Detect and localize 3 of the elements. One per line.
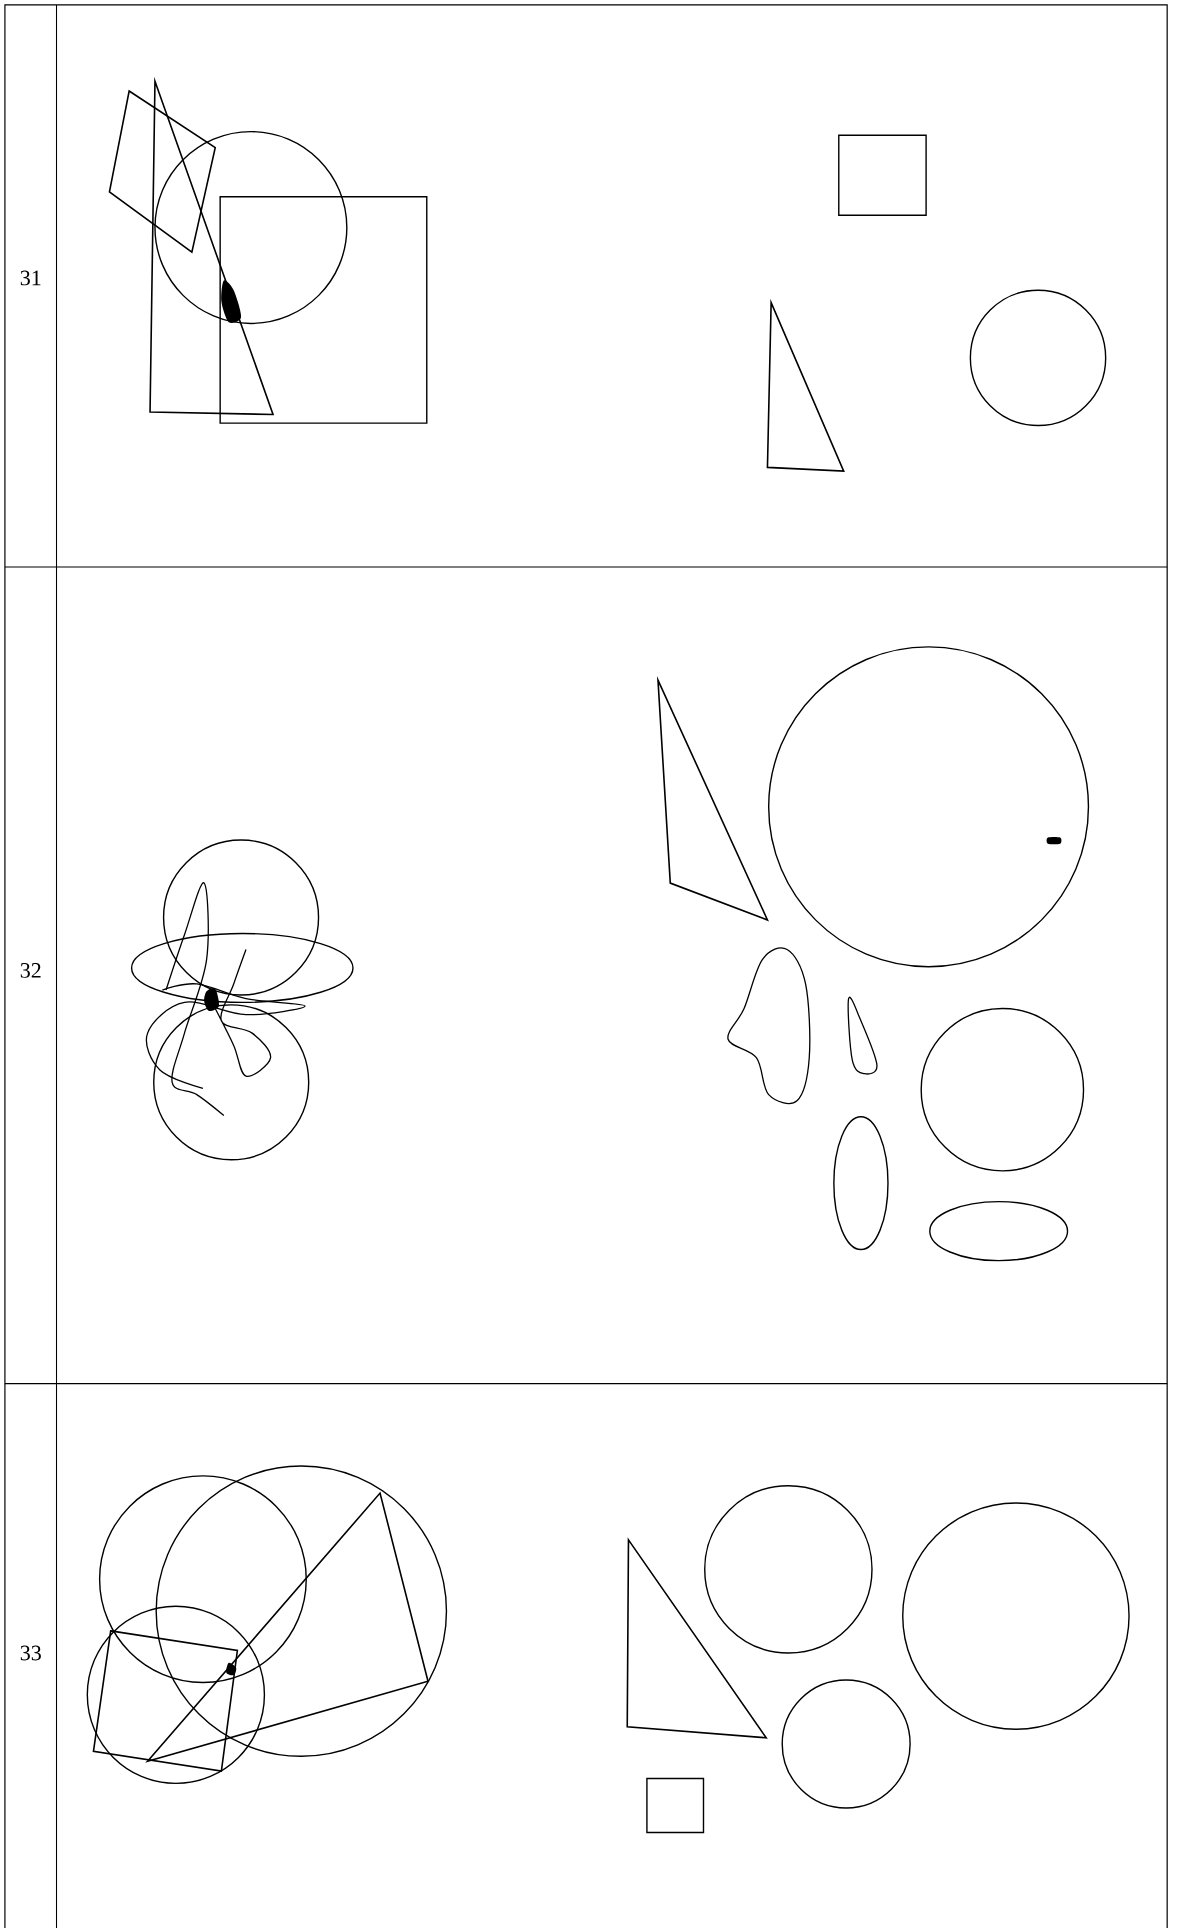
row-number: 33 — [20, 1645, 41, 1661]
row-number: 32 — [20, 963, 41, 978]
row-number: 31 — [20, 270, 41, 286]
